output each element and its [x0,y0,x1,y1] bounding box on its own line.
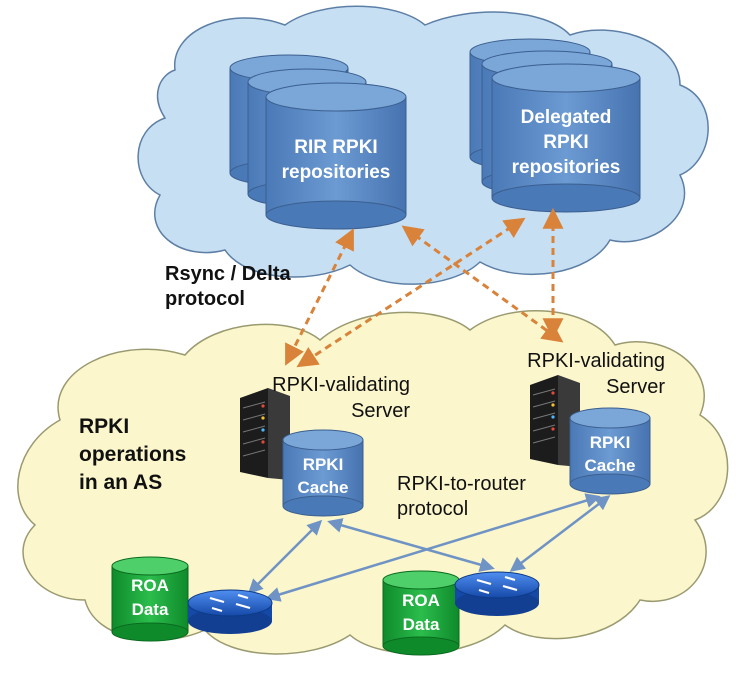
rsync-protocol-label: Rsync / Delta protocol [165,263,291,310]
left-cache-label: RPKI Cache [297,455,349,497]
arrow-rir-to-right-server [401,225,564,343]
left-roa-cylinder [111,556,189,642]
right-roa-cylinder [382,570,460,656]
rir-repositories-label: RIR RPKI repositories [281,137,391,183]
left-server-label: RPKI-validating Server [272,374,410,422]
delegated-repository-stack [469,38,641,213]
rsync-arrows [285,207,564,368]
router-icon [454,571,540,616]
left-roa-label: ROA Data [131,576,169,619]
router-icon [187,589,273,634]
router-protocol-label: RPKI-to-router protocol [397,473,526,520]
as-operations-label: RPKI operations in an AS [79,415,187,494]
arrow-right-cache-to-right-router [509,495,611,572]
right-cache-label: RPKI Cache [584,433,636,475]
right-server-label: RPKI-validating Server [527,350,665,398]
delegated-repositories-label: Delegated RPKI repositories [511,107,621,178]
router-protocol-arrows [247,493,611,602]
right-roa-label: ROA Data [402,591,440,634]
right-cache-cylinder [569,407,651,495]
rir-repository-stack [229,54,407,230]
